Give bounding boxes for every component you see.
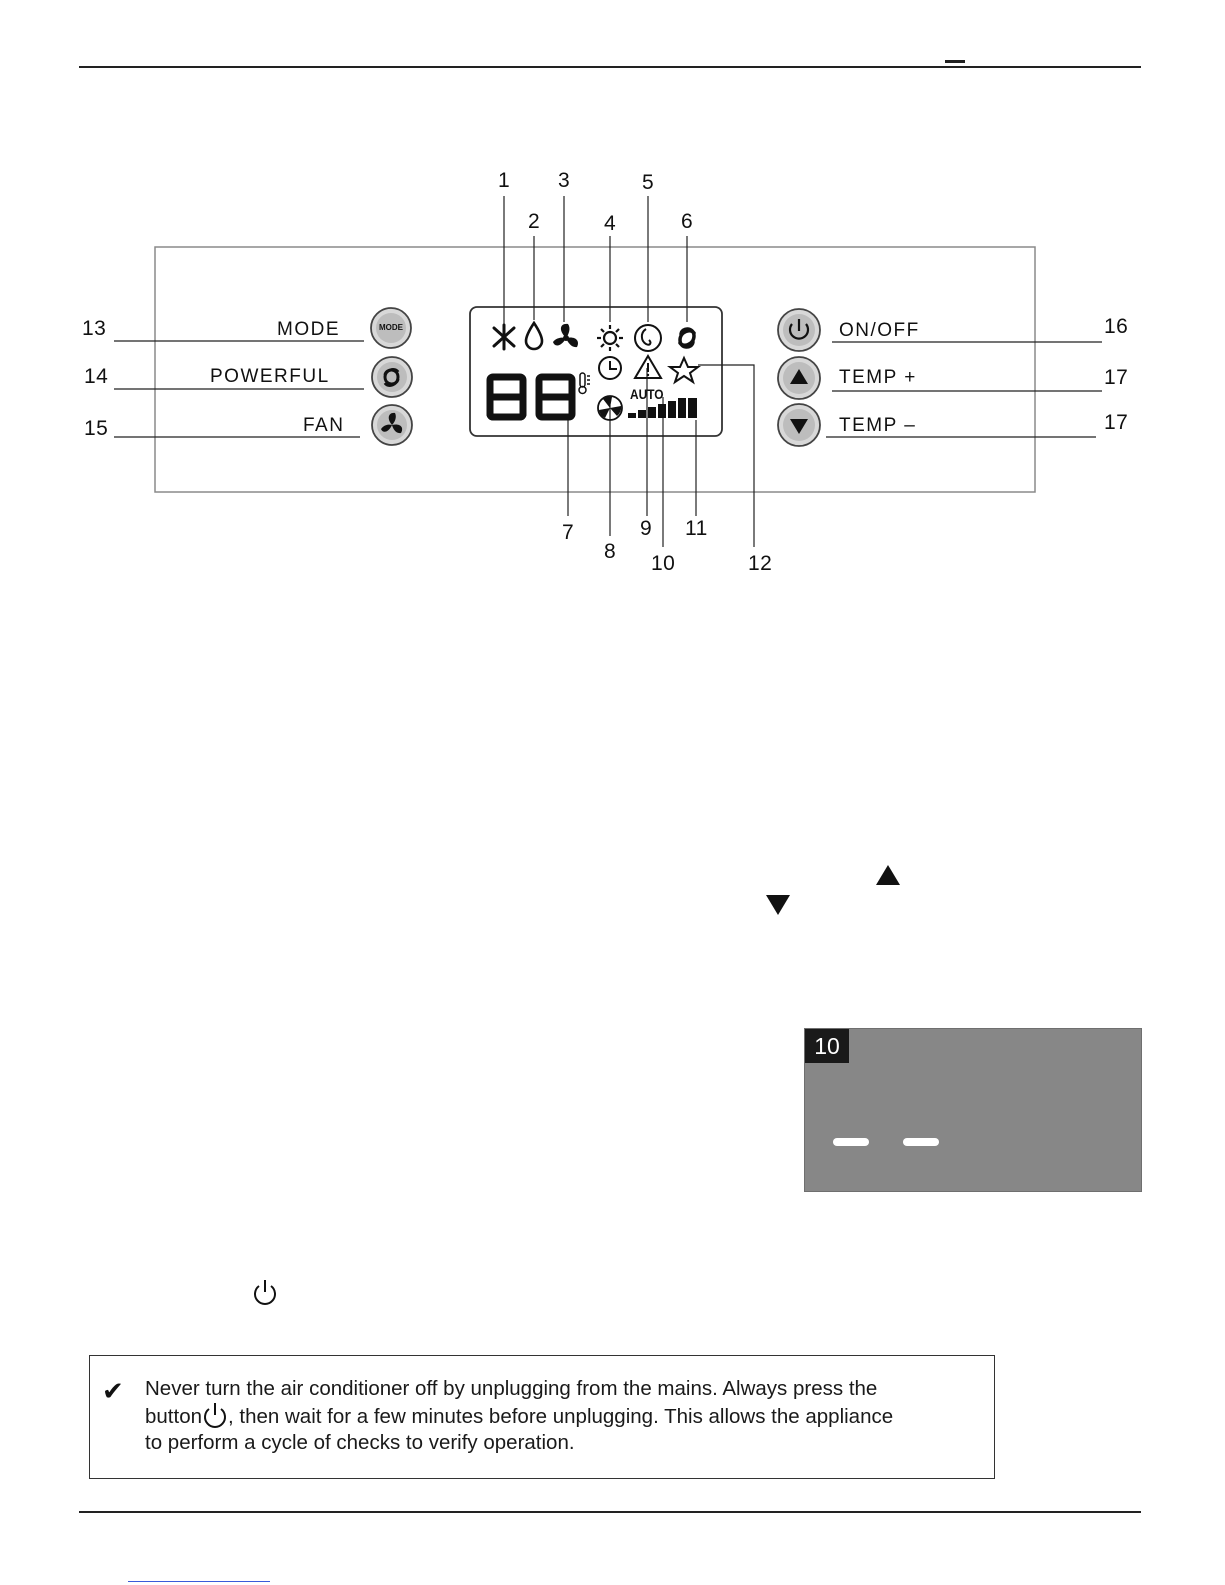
fan-speed-icon bbox=[597, 395, 623, 421]
triangle-up-icon bbox=[876, 865, 900, 885]
powerful-swirl-icon bbox=[678, 327, 696, 349]
header-rule-mark bbox=[945, 60, 965, 63]
step-image-box: 10 bbox=[804, 1028, 1142, 1192]
callout-7: 7 bbox=[562, 521, 575, 544]
cool-icon bbox=[492, 323, 516, 351]
panel-outline bbox=[154, 246, 1036, 493]
callout-13: 13 bbox=[82, 317, 107, 340]
checkmark-icon: ✔ bbox=[102, 1376, 124, 1406]
star-icon bbox=[667, 355, 701, 385]
power-icon bbox=[204, 1403, 226, 1428]
callout-17-down: 17 bbox=[1104, 411, 1129, 434]
fan-label: FAN bbox=[303, 415, 345, 436]
step-badge: 10 bbox=[805, 1029, 849, 1063]
callout-12: 12 bbox=[748, 552, 773, 575]
digit-display bbox=[486, 373, 576, 421]
callout-1: 1 bbox=[498, 169, 511, 192]
callout-10: 10 bbox=[651, 552, 676, 575]
callout-17-up: 17 bbox=[1104, 366, 1129, 389]
timer-clock-icon bbox=[598, 356, 622, 380]
fan-mode-icon bbox=[553, 323, 578, 348]
temp-plus-label: TEMP + bbox=[839, 367, 917, 388]
callout-3: 3 bbox=[558, 169, 571, 192]
onoff-button bbox=[777, 308, 821, 352]
sleep-face-icon bbox=[634, 324, 662, 352]
control-panel-diagram bbox=[114, 196, 1102, 547]
lcd-auto-label: AUTO bbox=[630, 386, 664, 402]
footer-rule bbox=[79, 1511, 1141, 1513]
mode-button bbox=[370, 307, 412, 349]
note-line-2-start: button bbox=[145, 1405, 202, 1428]
power-icon bbox=[254, 1280, 276, 1305]
callout-6: 6 bbox=[681, 210, 694, 233]
callout-5: 5 bbox=[642, 171, 655, 194]
callout-16: 16 bbox=[1104, 315, 1129, 338]
callout-15: 15 bbox=[84, 417, 109, 440]
note-text: Never turn the air conditioner off by un… bbox=[145, 1376, 893, 1456]
display-dash-right bbox=[903, 1138, 939, 1146]
callout-8: 8 bbox=[604, 540, 617, 563]
note-line-3: to perform a cycle of checks to verify o… bbox=[145, 1431, 575, 1454]
thermometer-icon bbox=[578, 372, 590, 395]
mode-label: MODE bbox=[277, 319, 340, 340]
temp-down-button bbox=[777, 403, 821, 447]
onoff-label: ON/OFF bbox=[839, 320, 920, 341]
header-rule bbox=[79, 66, 1141, 68]
temp-minus-label: TEMP – bbox=[839, 415, 917, 436]
fan-button bbox=[371, 404, 413, 446]
display-dash-left bbox=[833, 1138, 869, 1146]
mode-button-text[interactable]: MODE bbox=[379, 323, 403, 332]
fan-speed-bars bbox=[628, 398, 697, 418]
temp-up-button bbox=[777, 356, 821, 400]
callout-9: 9 bbox=[640, 517, 653, 540]
callout-4: 4 bbox=[604, 212, 617, 235]
note-box: ✔ Never turn the air conditioner off by … bbox=[89, 1355, 995, 1479]
callout-14: 14 bbox=[84, 365, 109, 388]
callout-2: 2 bbox=[528, 210, 541, 233]
note-line-2: button , then wait for a few minutes befo… bbox=[145, 1402, 893, 1430]
footer-link-underline bbox=[128, 1581, 270, 1582]
heat-sun-icon bbox=[597, 325, 623, 351]
triangle-down-icon bbox=[766, 895, 790, 915]
callout-11: 11 bbox=[685, 517, 708, 540]
warning-icon bbox=[633, 354, 663, 379]
powerful-button bbox=[371, 356, 413, 398]
powerful-label: POWERFUL bbox=[210, 366, 330, 387]
note-line-2-end: , then wait for a few minutes before unp… bbox=[228, 1405, 894, 1428]
dry-drop-icon bbox=[524, 320, 544, 351]
note-line-1: Never turn the air conditioner off by un… bbox=[145, 1377, 878, 1400]
lcd-screen bbox=[469, 306, 723, 437]
